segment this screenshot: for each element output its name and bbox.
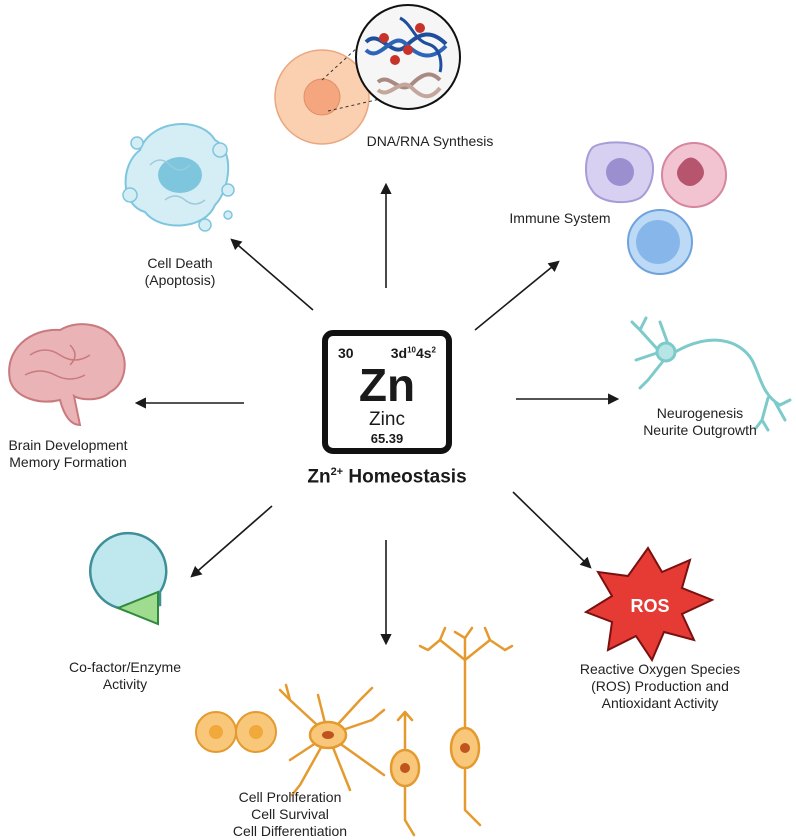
brain-fold (24, 370, 86, 380)
zinc-ion-icon (390, 55, 400, 65)
zinc-ion-icon (415, 23, 425, 33)
neuron-axon (668, 338, 782, 407)
neuron-teal-illustration (630, 316, 792, 432)
immune-cell-purple-nucleus (606, 158, 634, 186)
ros-illustration: ROS (583, 546, 715, 663)
label-ros: Reactive Oxygen Species (ROS) Production… (560, 661, 760, 712)
arrow-ros (512, 491, 592, 569)
brain-fold (29, 349, 91, 361)
arrow-death (230, 238, 314, 311)
cofactor-icon (115, 590, 159, 626)
config-part: 3d (390, 345, 408, 361)
enzyme-illustration (88, 531, 168, 626)
ros-text: ROS (630, 596, 669, 616)
neuron-dendrite (630, 316, 670, 390)
proliferation-illustration (195, 626, 514, 837)
zinc-element-card: 30 3d104s2 Zn Zinc 65.39 (322, 330, 452, 454)
apoptotic-bleb (122, 187, 138, 203)
label-line: Immune System (509, 210, 611, 226)
label-line: Activity (102, 676, 148, 692)
dna-strand-icon (364, 38, 448, 58)
large-neuron-icon (418, 626, 514, 827)
apoptotic-cell-illustration (122, 123, 235, 232)
ros-burst-icon (583, 546, 715, 663)
label-line: Neurite Outgrowth (643, 422, 757, 438)
neuron-soma (655, 341, 677, 363)
zoom-line (327, 98, 381, 112)
neuron-terminal (754, 396, 792, 432)
label-line: Cell Death (147, 255, 213, 271)
label-line: DNA/RNA Synthesis (366, 133, 494, 149)
label-line: Co-factor/Enzyme (68, 659, 182, 675)
label-line: (ROS) Production and (591, 678, 729, 694)
cell-nucleus (303, 78, 341, 116)
title-sup: 2+ (330, 466, 344, 478)
label-line: Brain Development (8, 437, 128, 453)
label-line: Cell Differentiation (232, 823, 348, 839)
dna-illustration (274, 4, 461, 145)
immune-cells-illustration (585, 141, 727, 275)
label-neurogenesis: Neurogenesis Neurite Outgrowth (625, 405, 775, 439)
apoptotic-bleb (130, 136, 144, 150)
label-line: Neurogenesis (656, 405, 744, 421)
element-name: Zinc (369, 409, 405, 430)
immune-cell-pink-nucleus (677, 157, 704, 186)
arrow-cofactor (190, 505, 273, 578)
apoptotic-bleb (212, 142, 228, 158)
enzyme-icon (88, 531, 168, 610)
immune-cell-blue-nucleus (636, 220, 680, 264)
dna-strand-icon (399, 16, 443, 73)
config-part: 4s (415, 345, 432, 361)
arrow-immune (474, 260, 560, 331)
config-sup: 10 (407, 345, 416, 355)
atomic-mass: 65.39 (370, 431, 404, 446)
arrows (134, 182, 620, 646)
zoom-bubble (355, 4, 461, 110)
apoptotic-nucleus (158, 157, 202, 193)
title-suffix: Homeostasis (343, 466, 467, 488)
title-prefix: Zn (307, 466, 331, 488)
apoptotic-bleb (223, 210, 233, 220)
brain-illustration (8, 323, 126, 427)
element-symbol: Zn (358, 359, 416, 411)
brain-fold (69, 344, 76, 366)
config-sup: 2 (431, 345, 436, 355)
dividing-cell-nucleus (209, 725, 223, 739)
apoptotic-bleb (221, 183, 235, 197)
label-cofactor: Co-factor/Enzyme Activity (50, 659, 200, 693)
label-line: (Apoptosis) (144, 272, 216, 288)
label-line: Antioxidant Activity (601, 695, 719, 711)
rna-strand-icon (376, 82, 442, 99)
label-dna: DNA/RNA Synthesis (330, 133, 530, 150)
label-line: Reactive Oxygen Species (579, 661, 741, 677)
electron-configuration: 3d104s2 (391, 345, 436, 361)
label-cell-death: Cell Death (Apoptosis) (100, 255, 260, 289)
label-brain: Brain Development Memory Formation (0, 437, 136, 471)
apoptotic-organelle (164, 195, 206, 205)
astrocyte-icon (278, 683, 386, 797)
atomic-number: 30 (338, 345, 354, 361)
zinc-ion-icon (379, 33, 389, 43)
dividing-cell-nucleus (249, 725, 263, 739)
apoptotic-bleb (198, 218, 212, 232)
rna-strand-icon (376, 72, 442, 90)
small-neuron-icon (389, 710, 421, 837)
center-title: Zn2+ Homeostasis (290, 466, 484, 488)
label-line: Cell Survival (251, 806, 329, 822)
label-proliferation: Cell Proliferation Cell Survival Cell Di… (210, 789, 370, 840)
apoptotic-organelle (149, 159, 191, 171)
label-line: Cell Proliferation (238, 789, 342, 805)
brain-icon (8, 323, 126, 427)
zinc-ion-icon (403, 45, 413, 55)
label-immune: Immune System (505, 210, 615, 227)
label-line: Memory Formation (9, 454, 127, 470)
